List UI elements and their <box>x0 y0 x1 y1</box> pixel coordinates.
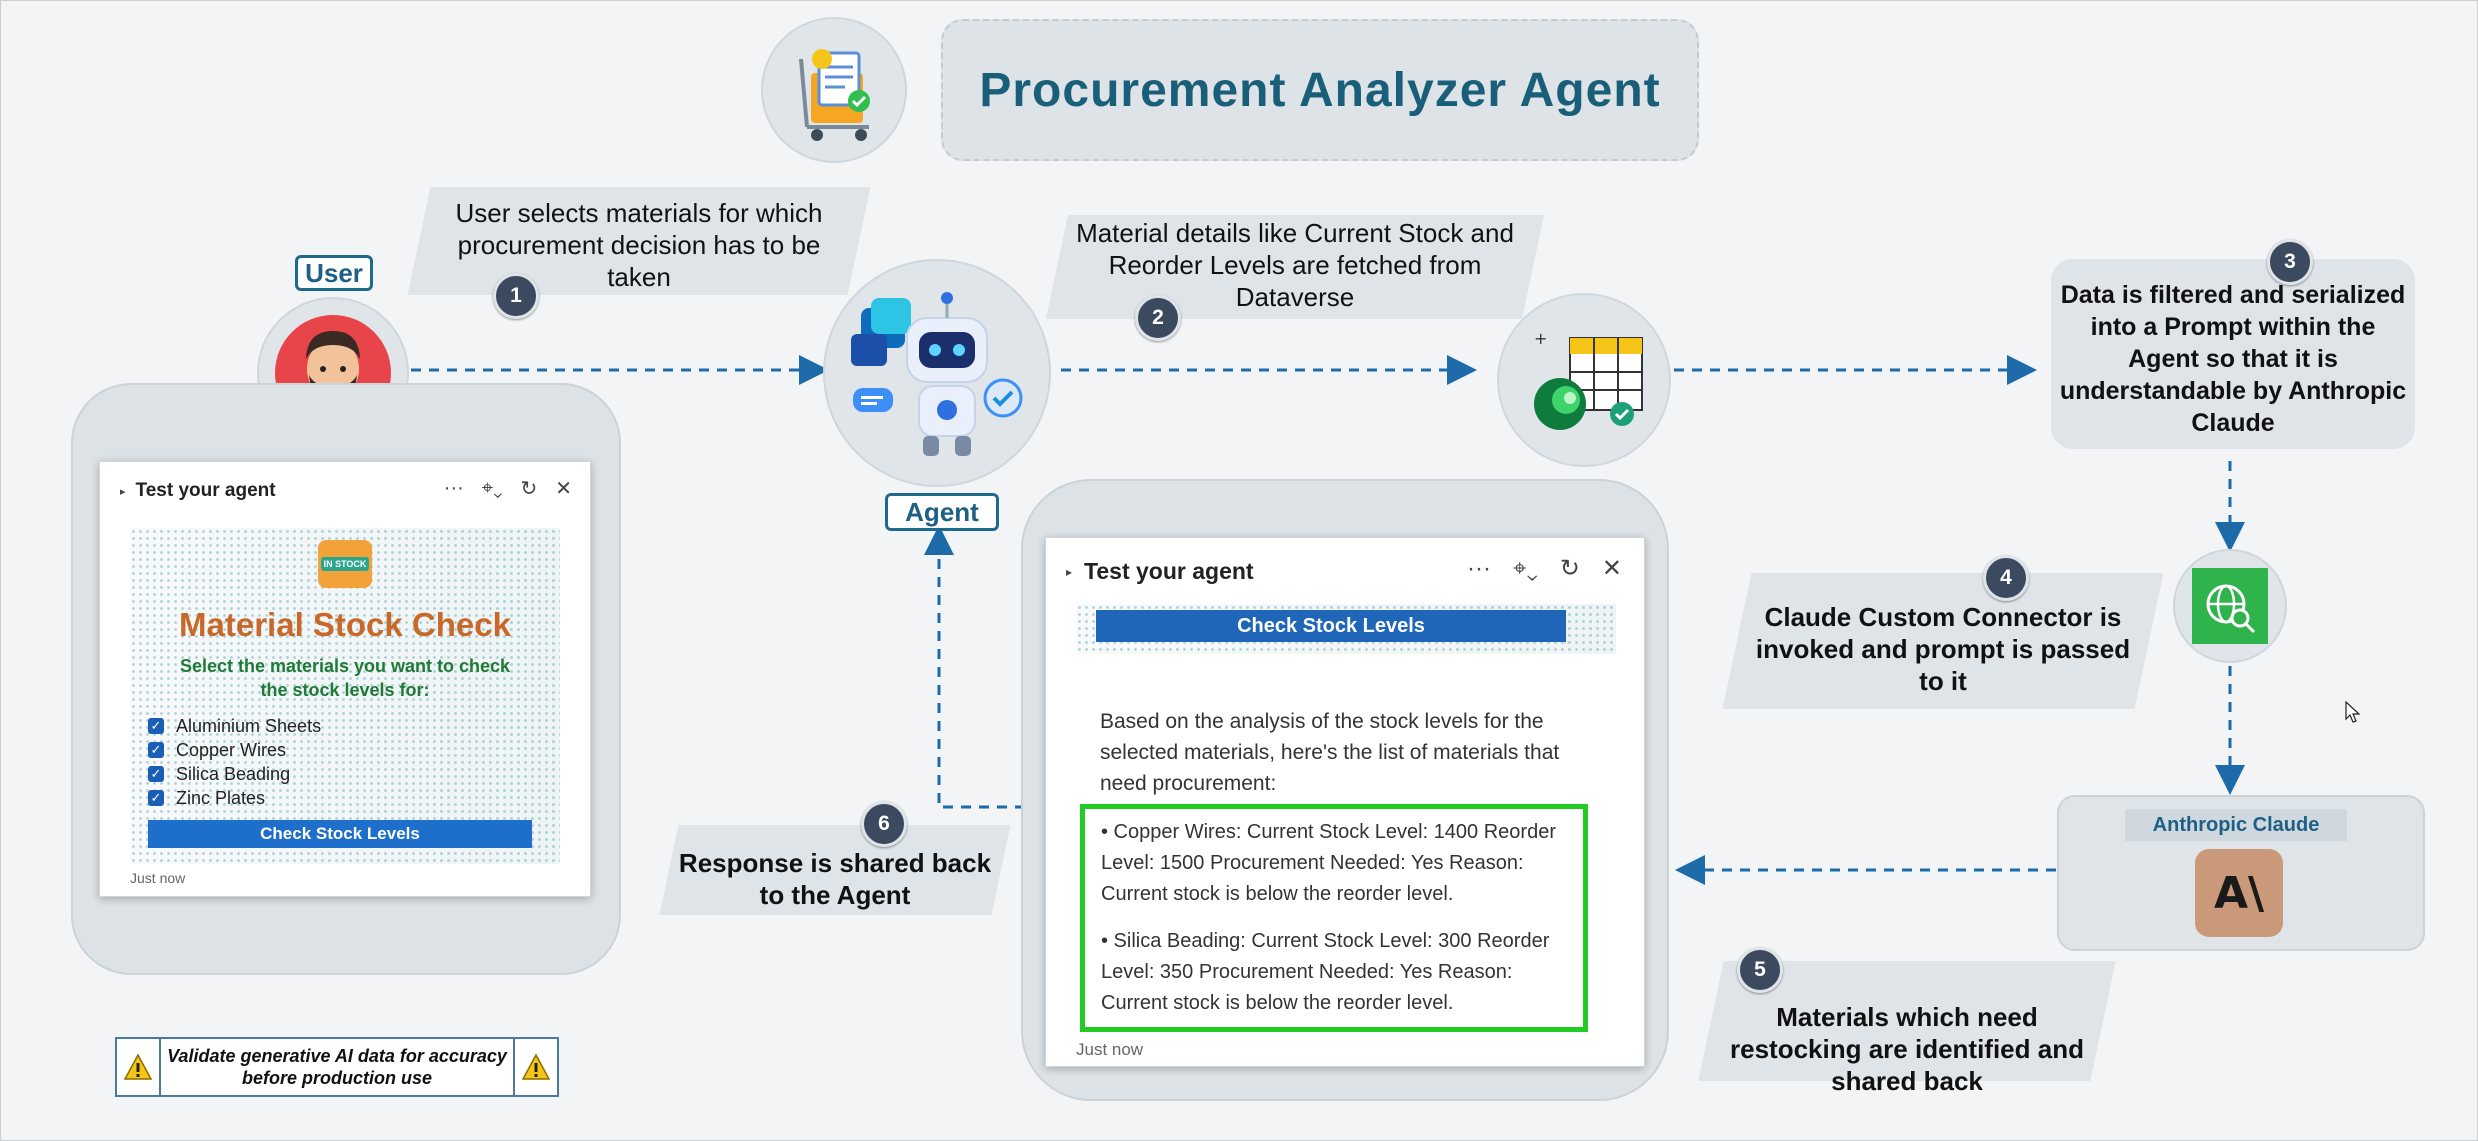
ai-disclaimer: Validate generative AI data for accuracy… <box>115 1037 559 1097</box>
response-intro: Based on the analysis of the stock level… <box>1100 710 1560 795</box>
response-card-header: Check Stock Levels <box>1076 604 1616 654</box>
dataverse-node: + <box>1497 293 1671 467</box>
step-5-text: Materials which need restocking are iden… <box>1730 1002 2084 1096</box>
step-6-text: Response is shared back to the Agent <box>678 848 992 910</box>
step-6-badge: 6 <box>861 801 907 847</box>
right-window-title: Test your agent <box>1084 558 1254 584</box>
checkbox-checked-icon[interactable]: ✓ <box>148 766 164 782</box>
check-stock-levels-button[interactable]: Check Stock Levels <box>148 820 532 848</box>
refresh-icon[interactable]: ↻ <box>1559 555 1580 582</box>
dataverse-icon: + <box>1534 329 1643 430</box>
more-options-icon[interactable]: ··· <box>443 477 464 499</box>
expand-caret-icon[interactable]: ▸ <box>120 485 126 498</box>
step-2-text: Material details like Current Stock and … <box>1076 218 1514 312</box>
warning-icon <box>117 1039 161 1095</box>
mouse-cursor-icon <box>2345 701 2361 723</box>
left-window-title: Test your agent <box>135 480 276 501</box>
svg-text:+: + <box>1534 329 1547 348</box>
title-box: Procurement Analyzer Agent <box>941 19 1699 161</box>
map-icon[interactable]: ⌖⌄ <box>481 477 503 499</box>
in-stock-badge-text: IN STOCK <box>320 557 370 571</box>
arrow-response-to-agent <box>924 525 1043 809</box>
close-icon[interactable]: ✕ <box>555 478 572 500</box>
step-2-badge: 2 <box>1135 295 1181 341</box>
check-stock-levels-banner: Check Stock Levels <box>1096 610 1566 642</box>
page-title: Procurement Analyzer Agent <box>979 63 1661 117</box>
checkbox-checked-icon[interactable]: ✓ <box>148 790 164 806</box>
map-icon[interactable]: ⌖⌄ <box>1512 554 1538 582</box>
left-test-window: ▸ Test your agent ··· ⌖⌄ ↻ ✕ IN STOCK Ma… <box>99 461 591 897</box>
more-options-icon[interactable]: ··· <box>1466 554 1491 582</box>
material-label: Silica Beading <box>176 763 291 784</box>
in-stock-badge-icon: IN STOCK <box>318 540 372 588</box>
material-checkbox-row[interactable]: ✓ Silica Beading <box>148 762 321 786</box>
checkbox-checked-icon[interactable]: ✓ <box>148 718 164 734</box>
step-3-badge: 3 <box>2267 239 2313 285</box>
checkbox-checked-icon[interactable]: ✓ <box>148 742 164 758</box>
agent-robot <box>823 259 1051 487</box>
anthropic-logo-icon: A\ <box>2195 849 2283 937</box>
stock-check-card: IN STOCK Material Stock Check Select the… <box>130 528 560 864</box>
claude-label: Anthropic Claude <box>2123 807 2349 843</box>
custom-connector-node <box>2173 549 2287 663</box>
procurement-cart-icon <box>761 17 907 163</box>
agent-label: Agent <box>885 493 999 531</box>
material-checkbox-row[interactable]: ✓ Zinc Plates <box>148 786 321 810</box>
material-label: Copper Wires <box>176 739 287 760</box>
procurement-item: • Silica Beading: Current Stock Level: 3… <box>1101 930 1550 1014</box>
procurement-needed-highlight: • Copper Wires: Current Stock Level: 140… <box>1080 804 1588 1032</box>
step-1-badge: 1 <box>493 273 539 319</box>
warning-icon <box>513 1039 557 1095</box>
right-test-window: ▸ Test your agent ··· ⌖⌄ ↻ ✕ Check Stock… <box>1045 537 1645 1067</box>
user-label: User <box>295 255 373 291</box>
material-label: Aluminium Sheets <box>176 715 322 736</box>
step-3-box <box>2051 259 2415 449</box>
step-4-text: Claude Custom Connector is invoked and p… <box>1755 602 2131 696</box>
expand-caret-icon[interactable]: ▸ <box>1066 564 1073 579</box>
robot-icon <box>851 292 1023 456</box>
close-icon[interactable]: ✕ <box>1601 555 1622 582</box>
connector-globe-icon <box>2192 568 2268 644</box>
procurement-item: • Copper Wires: Current Stock Level: 140… <box>1101 821 1556 905</box>
card-subtitle: Select the materials you want to check t… <box>179 656 511 700</box>
step-5-badge: 5 <box>1737 947 1783 993</box>
refresh-icon[interactable]: ↻ <box>520 478 538 500</box>
disclaimer-text: Validate generative AI data for accuracy… <box>167 1046 507 1088</box>
right-timestamp: Just now <box>1076 1040 1144 1059</box>
material-label: Zinc Plates <box>176 787 266 808</box>
material-checkbox-row[interactable]: ✓ Copper Wires <box>148 738 321 762</box>
step-3-text: Data is filtered and serialized into a P… <box>2059 281 2407 437</box>
card-title: Material Stock Check <box>179 606 511 643</box>
material-checkbox-row[interactable]: ✓ Aluminium Sheets <box>148 714 321 738</box>
step-4-badge: 4 <box>1983 555 2029 601</box>
left-timestamp: Just now <box>130 870 186 886</box>
step-1-text: User selects materials for which procure… <box>455 198 823 292</box>
